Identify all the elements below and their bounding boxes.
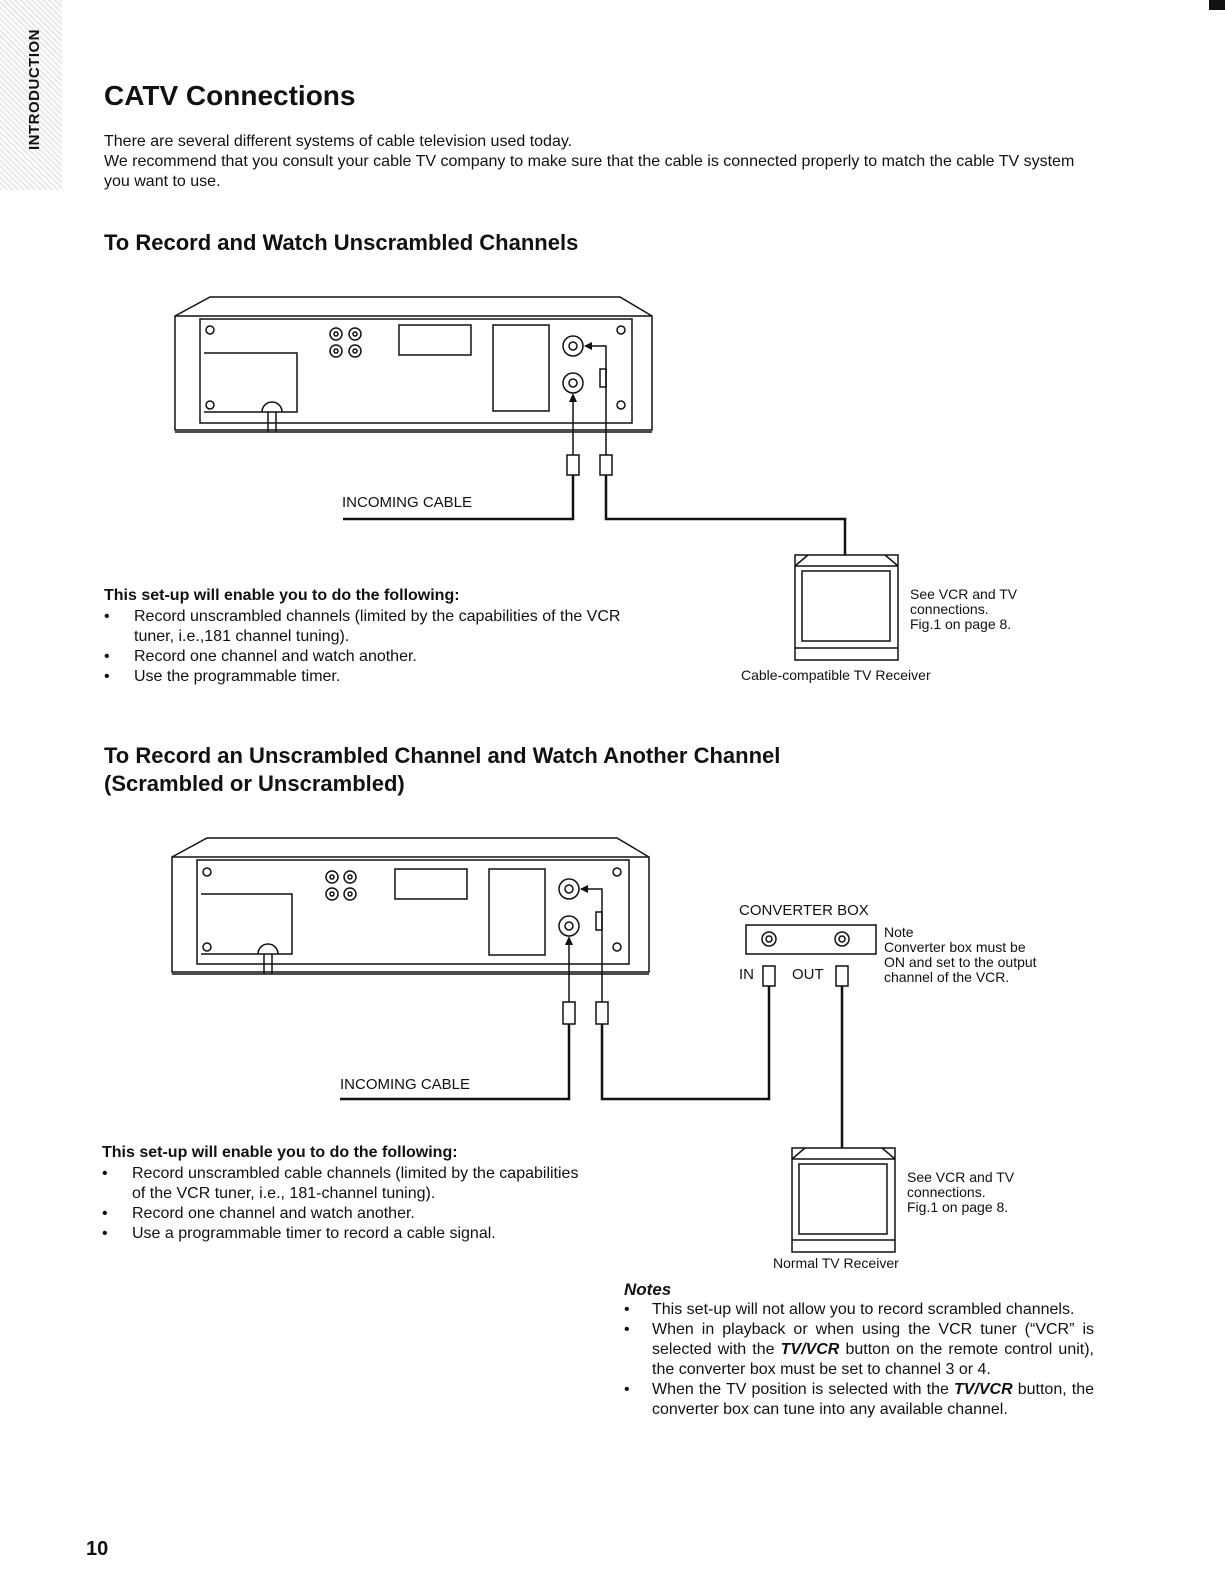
- converter-out-label: OUT: [792, 966, 824, 983]
- converter-box: [745, 924, 877, 955]
- section2-setup: This set-up will enable you to do the fo…: [102, 1144, 580, 1244]
- vcr-display: [398, 324, 472, 356]
- list-item: Use the programmable timer.: [104, 667, 624, 687]
- list-item: Record one channel and watch another.: [104, 647, 624, 667]
- tv-note-2-line-2: connections.: [907, 1184, 986, 1200]
- tv-note-1: See VCR and TV connections. Fig.1 on pag…: [910, 587, 1017, 632]
- notes-block: Notes This set-up will not allow you to …: [624, 1280, 1094, 1420]
- list-item: Record unscrambled channels (limited by …: [104, 607, 624, 647]
- converter-note-line-3: ON and set to the output: [884, 954, 1037, 970]
- converter-in-label: IN: [739, 966, 754, 983]
- note-item: This set-up will not allow you to record…: [624, 1300, 1094, 1320]
- corner-mark: [1209, 0, 1225, 10]
- incoming-cable-label-2: INCOMING CABLE: [340, 1076, 471, 1093]
- note-text: button on the remote control unit), the …: [652, 1341, 1095, 1378]
- page-title: CATV Connections: [104, 80, 356, 111]
- tv-note-2: See VCR and TV connections. Fig.1 on pag…: [907, 1170, 1014, 1215]
- tv-note-2-line-3: Fig.1 on page 8.: [907, 1199, 1009, 1215]
- note-text: When the TV position is selected with th…: [652, 1381, 954, 1398]
- tv-note-2-line-1: See VCR and TV: [907, 1169, 1015, 1185]
- tv-note-1-line-2: connections.: [910, 601, 989, 617]
- list-item: Record one channel and watch another.: [102, 1204, 580, 1224]
- converter-box-label: CONVERTER BOX: [739, 902, 869, 919]
- intro-text: There are several different systems of c…: [104, 132, 1104, 192]
- section1-setup-title: This set-up will enable you to do the fo…: [104, 587, 460, 604]
- section2-heading: To Record an Unscrambled Channel and Wat…: [104, 743, 781, 796]
- incoming-cable-label-1: INCOMING CABLE: [342, 494, 473, 511]
- notes-title: Notes: [624, 1280, 672, 1299]
- list-item: Record unscrambled cable channels (limit…: [102, 1164, 580, 1204]
- diagram-unscrambled: [174, 296, 899, 661]
- tv-note-1-line-3: Fig.1 on page 8.: [910, 616, 1012, 632]
- note-text: When in playback or when using the VCR t…: [652, 1321, 1094, 1358]
- tv-caption-2: Normal TV Receiver: [773, 1255, 899, 1271]
- section2-setup-title: This set-up will enable you to do the fo…: [102, 1144, 458, 1161]
- note-item: When in playback or when using the VCR t…: [624, 1320, 1094, 1380]
- vcr-panel: [492, 324, 550, 412]
- rf-out-terminal: [562, 335, 584, 357]
- tv-cable-compatible: [794, 554, 899, 661]
- diagram-scrambled: [171, 837, 896, 1253]
- vcr-body-2: [171, 837, 650, 973]
- converter-note: Note Converter box must be ON and set to…: [884, 925, 1037, 985]
- tvvcr-button-name: TV/VCR: [953, 1381, 1013, 1398]
- side-tab: [0, 0, 62, 190]
- tvvcr-button-name: TV/VCR: [780, 1341, 840, 1358]
- section1-setup: This set-up will enable you to do the fo…: [104, 587, 624, 687]
- note-item: When the TV position is selected with th…: [624, 1380, 1094, 1420]
- intro-line-1: There are several different systems of c…: [104, 133, 573, 150]
- tv-caption-1: Cable-compatible TV Receiver: [741, 667, 931, 683]
- note-text: This set-up will not allow you to record…: [652, 1301, 1075, 1318]
- intro-line-2: We recommend that you consult your cable…: [104, 153, 1075, 190]
- tv-note-1-line-1: See VCR and TV: [910, 586, 1018, 602]
- converter-note-line-4: channel of the VCR.: [884, 969, 1010, 985]
- list-item: Use a programmable timer to record a cab…: [102, 1224, 580, 1244]
- note-text: button, the converter box can tune into …: [652, 1381, 1095, 1418]
- tv-normal: [791, 1147, 896, 1253]
- page-number: 10: [86, 1538, 109, 1560]
- section1-heading: To Record and Watch Unscrambled Channels: [104, 230, 579, 255]
- converter-note-line-2: Converter box must be: [884, 939, 1026, 955]
- converter-note-line-1: Note: [884, 924, 914, 940]
